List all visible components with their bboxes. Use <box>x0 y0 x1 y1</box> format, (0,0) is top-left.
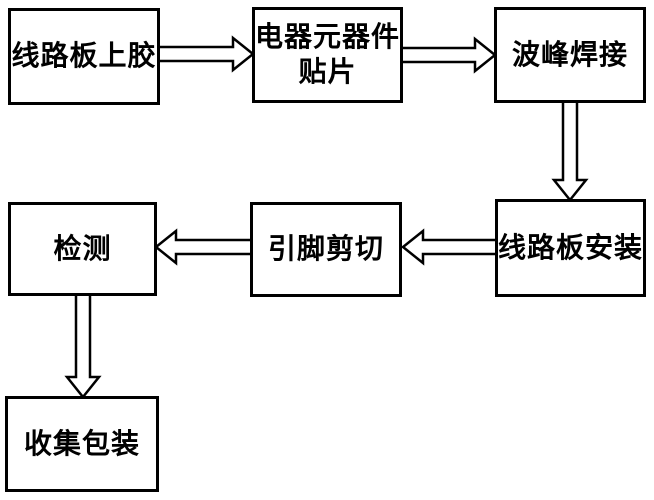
node-component-mounting: 电器元器件 贴片 <box>252 7 403 103</box>
node-pin-cutting-label: 引脚剪切 <box>267 234 384 265</box>
node-collect-packaging: 收集包装 <box>5 396 159 492</box>
arrow-installation-to-pincutting-left-icon <box>400 228 499 266</box>
arrow-inspection-to-packaging-down-icon <box>64 292 102 400</box>
node-wave-soldering: 波峰焊接 <box>494 7 646 103</box>
node-component-mounting-label-line2: 贴片 <box>298 57 357 88</box>
node-collect-packaging-label: 收集包装 <box>23 428 140 460</box>
node-wave-soldering-label: 波峰焊接 <box>511 39 628 71</box>
arrow-pincutting-to-inspection-left-icon <box>153 228 254 266</box>
node-board-gluing-label: 线路板上胶 <box>11 41 157 72</box>
node-pin-cutting: 引脚剪切 <box>250 202 402 297</box>
node-component-mounting-label-line1: 电器元器件 <box>255 22 401 53</box>
node-board-installation: 线路板安装 <box>495 199 646 297</box>
node-board-installation-label: 线路板安装 <box>498 232 644 264</box>
arrow-mounting-to-soldering-right-icon <box>399 36 498 74</box>
node-inspection-label: 检测 <box>53 233 112 265</box>
arrow-soldering-to-installation-down-icon <box>551 99 589 203</box>
arrow-gluing-to-mounting-right-icon <box>156 35 256 73</box>
node-board-gluing: 线路板上胶 <box>8 8 160 105</box>
node-inspection: 检测 <box>8 202 157 296</box>
